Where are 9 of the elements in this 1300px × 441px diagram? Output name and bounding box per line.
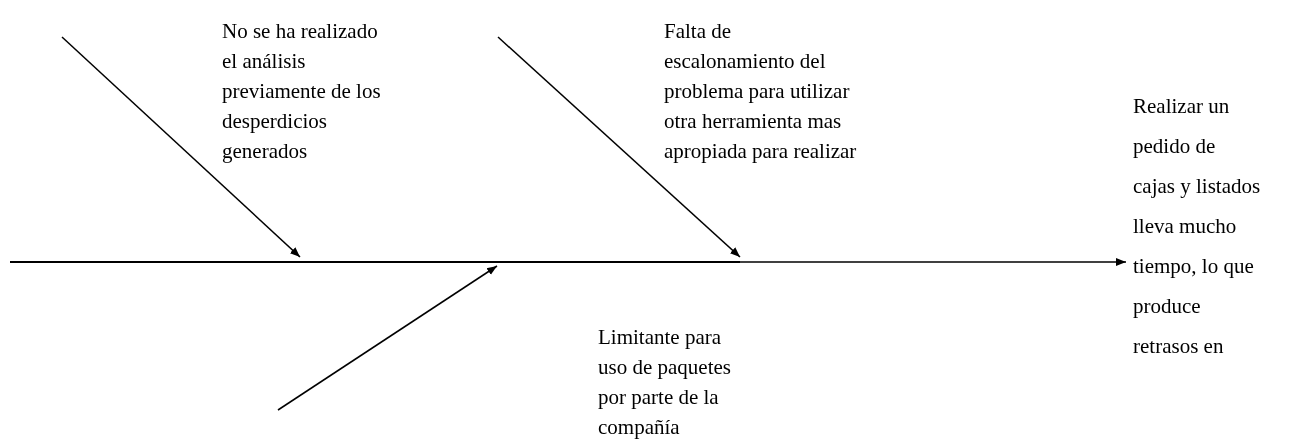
arrow: [739, 258, 1127, 266]
cause-text: Limitante para uso de paquetes por parte de la compañía: [598, 324, 732, 441]
arrow: [497, 36, 741, 258]
arrow: [61, 36, 301, 258]
cause-text: Falta de escalonamiento del problema para utilizar otra herramienta mas apropiada para realizar: [664, 18, 858, 165]
arrow: [277, 265, 498, 411]
cause-text: No se ha realizado el análisis previamente de los desperdicios generados: [222, 18, 382, 165]
effect-text: Realizar un pedido de cajas y listados lleva mucho tiempo, lo que produce retrasos en: [1133, 86, 1261, 366]
spine-line: [9, 261, 741, 263]
